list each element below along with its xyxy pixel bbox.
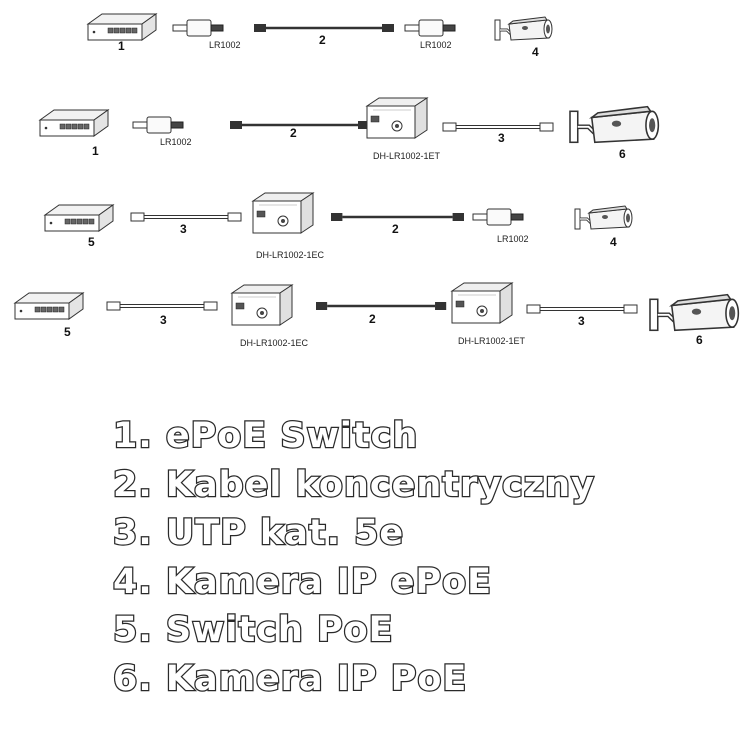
converter-label: DH-LR1002-1EC [240, 338, 309, 348]
device-number: 1 [118, 39, 125, 53]
converter-label: DH-LR1002-1EC [256, 250, 325, 260]
lr1002-adapter-icon [132, 116, 184, 134]
dh-lr1002-1et-converter-icon [451, 282, 513, 324]
legend-item-epoe-camera: 4. Kamera IP ePoE [112, 560, 493, 602]
cable-number: 2 [369, 312, 376, 326]
diagram-row-2: 1 LR1002 2 DH-LR1002-1ET 3 6 [39, 97, 658, 161]
poe-camera-icon [570, 107, 658, 143]
poe-camera-icon [650, 295, 738, 331]
epoe-camera-icon [493, 15, 554, 42]
cable-number: 2 [319, 33, 326, 47]
poe-switch-icon [14, 292, 84, 320]
utp-cable-icon [442, 122, 554, 132]
coax-cable-icon [252, 22, 396, 34]
device-number: 5 [88, 235, 95, 249]
cable-number: 3 [578, 314, 585, 328]
coax-cable-icon [314, 300, 448, 312]
cable-number: 2 [392, 222, 399, 236]
converter-label: DH-LR1002-1ET [373, 151, 441, 161]
coax-cable-icon [228, 119, 372, 131]
legend-item-utp-cable: 3. UTP kat. 5e [112, 512, 405, 554]
epoe-switch-icon [39, 109, 109, 137]
poe-switch-icon [44, 204, 114, 232]
dh-lr1002-1et-converter-icon [366, 97, 428, 139]
utp-cable-icon [130, 212, 242, 222]
diagram-row-3: 5 3 DH-LR1002-1EC 2 LR1002 4 [44, 192, 634, 260]
utp-cable-icon [106, 301, 218, 311]
dh-lr1002-1ec-converter-icon [231, 284, 293, 326]
adapter-label: LR1002 [497, 234, 529, 244]
cable-number: 2 [290, 126, 297, 140]
device-number: 4 [532, 45, 539, 59]
connection-diagram: 1 LR1002 2 LR1002 4 1 LR1002 2 DH-LR1002… [14, 13, 749, 348]
cable-number: 3 [180, 222, 187, 236]
cable-number: 3 [498, 131, 505, 145]
legend-item-poe-switch: 5. Switch PoE [112, 609, 394, 651]
device-number: 6 [619, 147, 626, 161]
dh-lr1002-1ec-converter-icon [252, 192, 314, 234]
legend: 1. ePoE Switch 2. Kabel koncentryczny 3.… [112, 412, 595, 703]
adapter-label: LR1002 [420, 40, 452, 50]
device-number: 6 [696, 333, 703, 347]
legend-item-coax-cable: 2. Kabel koncentryczny [112, 463, 595, 505]
lr1002-adapter-icon [404, 19, 456, 37]
legend-item-poe-camera: 6. Kamera IP PoE [112, 657, 468, 699]
device-number: 1 [92, 144, 99, 158]
device-number: 4 [610, 235, 617, 249]
coax-cable-icon [329, 211, 466, 223]
lr1002-adapter-icon [172, 19, 224, 37]
legend-item-epoe-switch: 1. ePoE Switch [112, 415, 419, 457]
epoe-camera-icon [573, 204, 634, 231]
device-number: 5 [64, 325, 71, 339]
lr1002-adapter-icon [472, 208, 524, 226]
converter-label: DH-LR1002-1ET [458, 336, 526, 346]
utp-cable-icon [526, 304, 638, 314]
epoe-switch-icon [87, 13, 157, 41]
cable-number: 3 [160, 313, 167, 327]
diagram-row-1: 1 LR1002 2 LR1002 4 [87, 13, 554, 59]
adapter-label: LR1002 [209, 40, 241, 50]
adapter-label: LR1002 [160, 137, 192, 147]
diagram-row-4: 5 3 DH-LR1002-1EC 2 DH-LR1002-1ET 3 6 [14, 282, 738, 348]
